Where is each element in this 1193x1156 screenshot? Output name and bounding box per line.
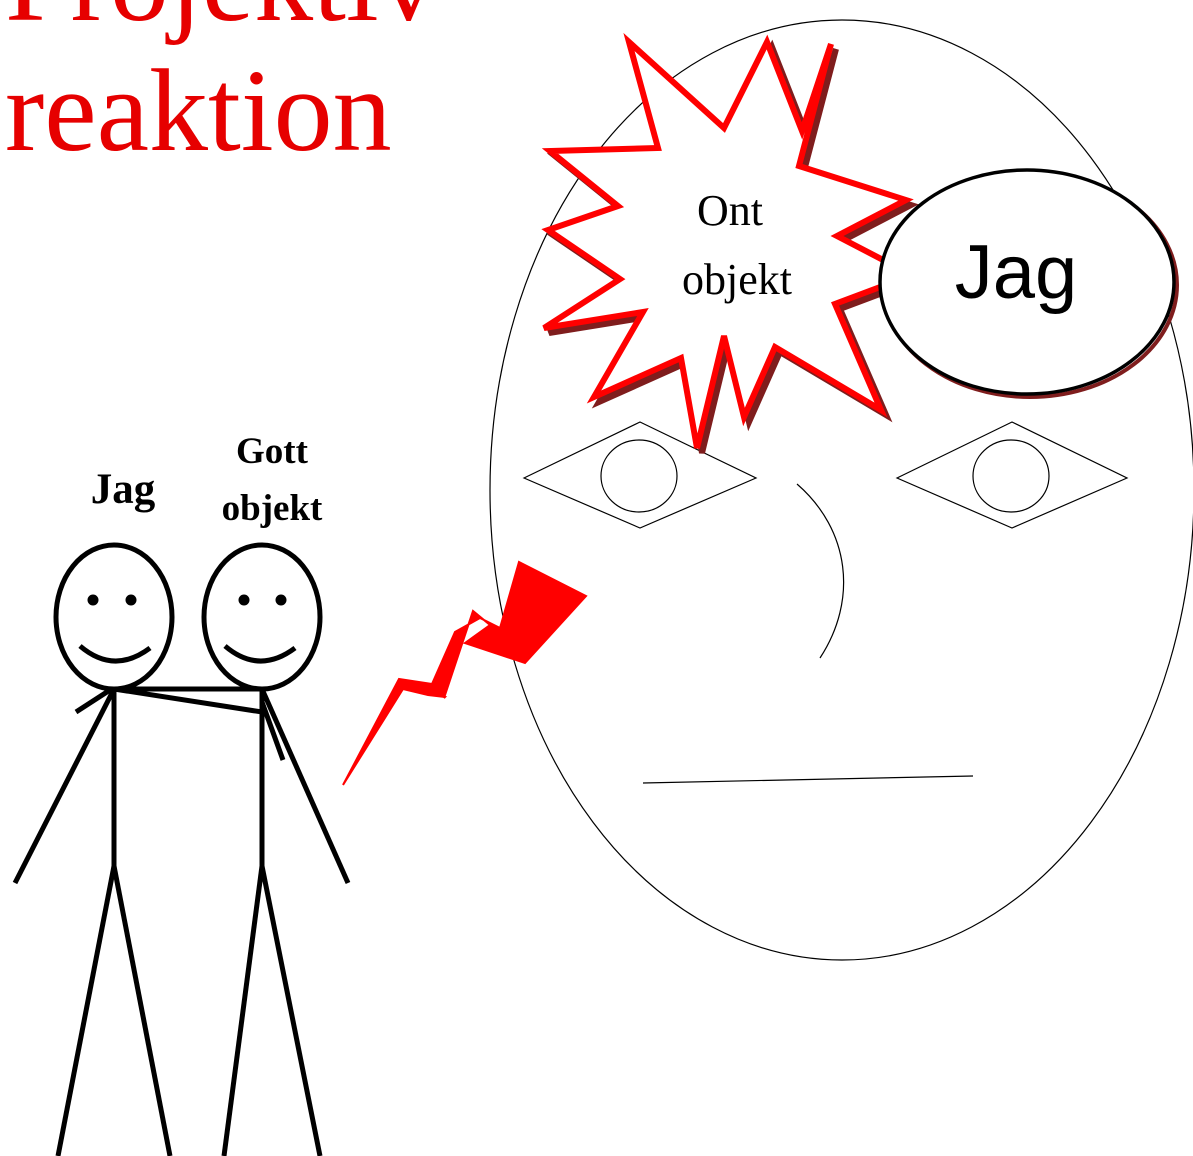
self-circle-label: Jag bbox=[955, 230, 1078, 315]
nose-line bbox=[796, 483, 845, 659]
title: Projektiv reaktion bbox=[5, 0, 438, 176]
right-eye bbox=[895, 421, 1129, 529]
left-figure-label: Jag bbox=[91, 466, 156, 513]
left-figure-face bbox=[78, 594, 152, 664]
linking-arm bbox=[113, 686, 265, 715]
bad-object-label-line-2: objekt bbox=[682, 255, 792, 304]
title-line-1: Projektiv bbox=[5, 0, 438, 46]
right-figure bbox=[201, 542, 351, 1156]
right-figure-label-line-1: Gott bbox=[236, 431, 309, 472]
lightning-bolt bbox=[342, 560, 588, 786]
self-circle: Jag bbox=[878, 168, 1179, 399]
big-face-outline bbox=[489, 19, 1193, 961]
stick-figures bbox=[12, 542, 351, 1156]
title-line-2: reaktion bbox=[5, 45, 392, 176]
mouth-line bbox=[642, 775, 974, 784]
bad-object-starburst: Ont objekt bbox=[541, 32, 925, 454]
right-figure-label-line-2: objekt bbox=[222, 488, 323, 529]
right-figure-face bbox=[223, 594, 297, 664]
left-figure bbox=[12, 542, 175, 1156]
bad-object-label-line-1: Ont bbox=[697, 186, 763, 235]
left-eye bbox=[522, 421, 758, 529]
